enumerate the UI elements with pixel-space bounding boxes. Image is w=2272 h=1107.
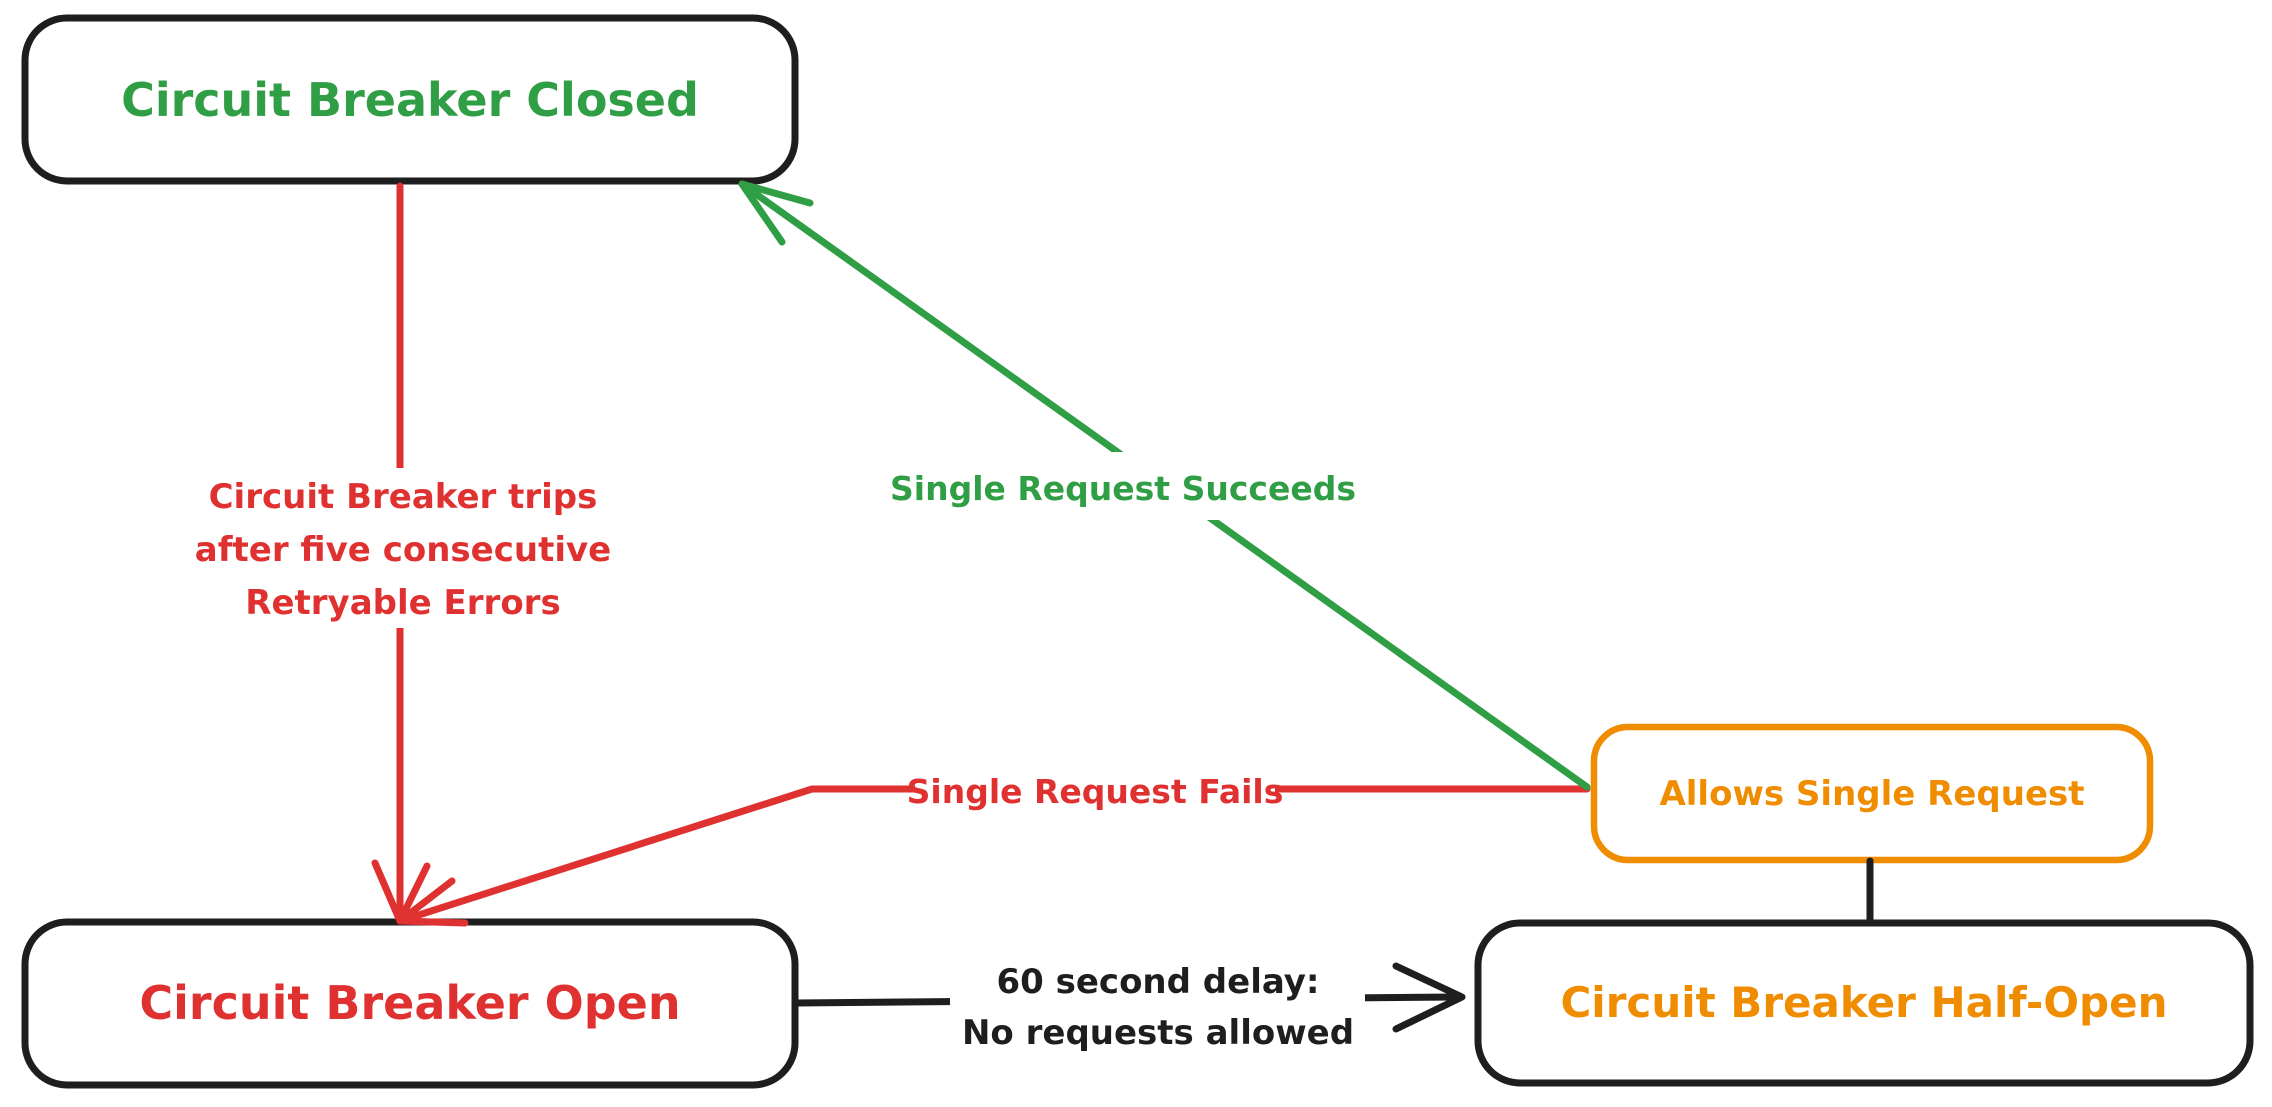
edge-succeeds-arrowhead-icon: [738, 180, 814, 246]
fails-label: Single Request Fails: [907, 772, 1284, 811]
closed-node-label: Circuit Breaker Closed: [121, 73, 699, 127]
edge-trips-arrowhead-icon: [371, 859, 431, 925]
edge-fails-line: [396, 785, 1591, 925]
trips-label-background: [163, 468, 643, 628]
delay-label-line-1: 60 second delay:: [996, 962, 1319, 1002]
fails-label-background: [915, 760, 1275, 820]
delay-label-background: [950, 945, 1365, 1057]
open-node-label: Circuit Breaker Open: [139, 976, 680, 1030]
succeeds-label-background: [905, 452, 1345, 520]
succeeds-label: Single Request Succeeds: [890, 469, 1356, 508]
trips-label-line-2: after five consecutive: [195, 530, 611, 570]
edge-delay-arrowhead-icon: [1392, 962, 1466, 1033]
allows-single-request-label: Allows Single Request: [1659, 774, 2084, 814]
trips-label-line-3: Retryable Errors: [245, 583, 560, 623]
half-open-node-label: Circuit Breaker Half-Open: [1560, 978, 2167, 1027]
node-circuit-breaker-closed: [21, 14, 799, 185]
edge-fails-arrowhead-icon: [396, 877, 469, 927]
delay-label-line-2: No requests allowed: [962, 1013, 1354, 1053]
node-circuit-breaker-half-open: [1474, 919, 2254, 1087]
trips-label-line-1: Circuit Breaker trips: [209, 477, 598, 517]
